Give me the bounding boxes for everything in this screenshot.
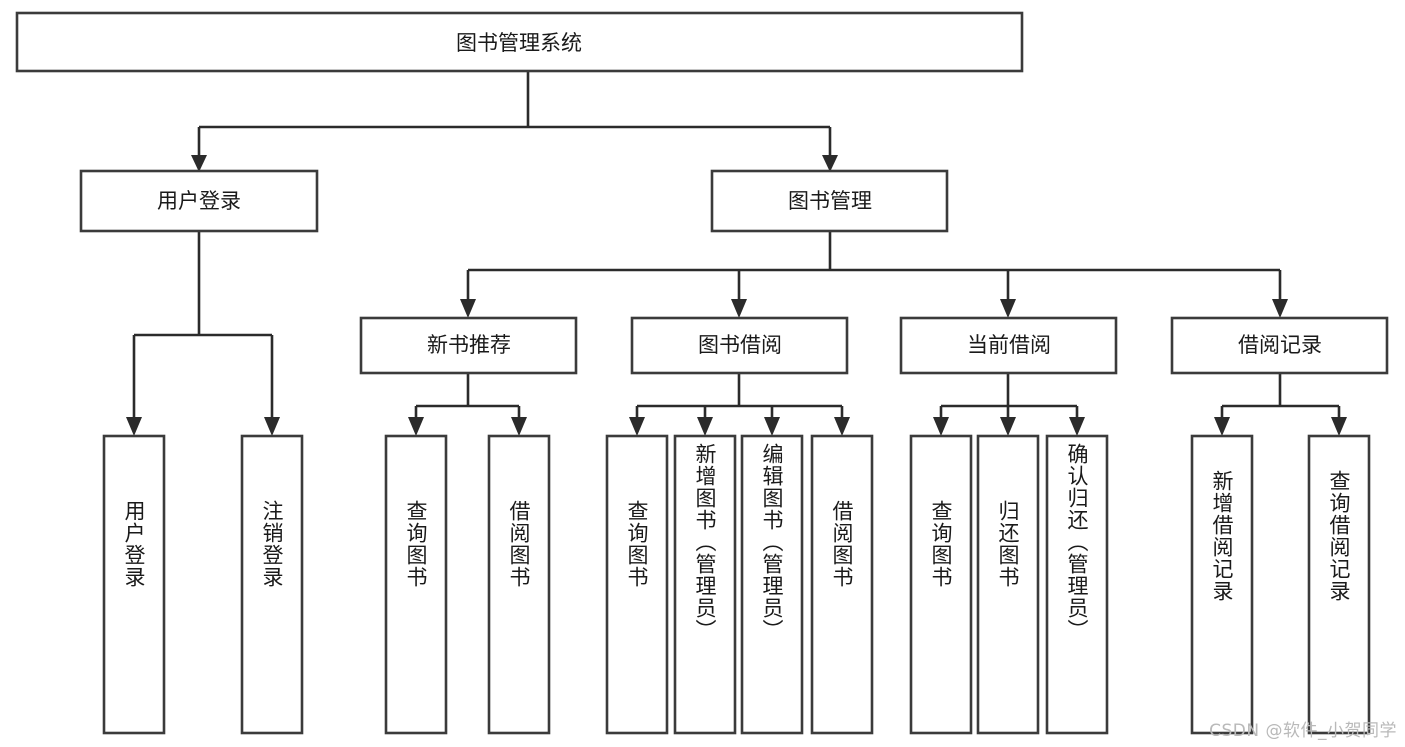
node-borrow-record[interactable]: 借阅记录 xyxy=(1170,316,1389,375)
node-label-book-borrow: 图书借阅 xyxy=(698,333,782,357)
arrow-head-user-login xyxy=(191,155,207,172)
node-current-borrow[interactable]: 当前借阅 xyxy=(899,316,1118,375)
arrow-head-leaf-add-record xyxy=(1214,417,1230,436)
node-box-leaf-borrow-book-1[interactable] xyxy=(487,434,551,735)
node-label-borrow-record: 借阅记录 xyxy=(1238,333,1322,357)
node-label-book-manage: 图书管理 xyxy=(788,189,872,213)
arrow-head-leaf-query-record xyxy=(1331,417,1347,436)
arrow-head-leaf-edit-book xyxy=(764,417,780,436)
leaf-boxes xyxy=(102,434,1371,735)
arrow-head-leaf-borrow-book-2 xyxy=(834,417,850,436)
arrow-head-leaf-query-book-3 xyxy=(933,417,949,436)
arrow-head-leaf-return-book xyxy=(1000,417,1016,436)
node-box-borrow-record[interactable] xyxy=(1170,316,1389,375)
node-box-leaf-query-book-3[interactable] xyxy=(909,434,973,735)
node-box-leaf-add-book[interactable] xyxy=(673,434,737,735)
node-book-manage[interactable]: 图书管理 xyxy=(710,169,949,233)
connector-group-current-borrow xyxy=(933,374,1085,436)
node-box-new-book-recommend[interactable] xyxy=(359,316,578,375)
arrow-head-leaf-query-book-1 xyxy=(408,417,424,436)
node-label-current-borrow: 当前借阅 xyxy=(967,333,1051,357)
node-box-leaf-query-book-2[interactable] xyxy=(605,434,669,735)
arrow-head-leaf-add-book xyxy=(697,417,713,436)
node-box-current-borrow[interactable] xyxy=(899,316,1118,375)
node-book-borrow[interactable]: 图书借阅 xyxy=(630,316,849,375)
arrow-head-leaf-query-book-2 xyxy=(629,417,645,436)
node-new-book-recommend[interactable]: 新书推荐 xyxy=(359,316,578,375)
connector-group-book-manage xyxy=(460,232,1288,318)
node-label-new-book-recommend: 新书推荐 xyxy=(427,333,511,357)
node-user-login[interactable]: 用户登录 xyxy=(79,169,319,233)
node-box-book-borrow[interactable] xyxy=(630,316,849,375)
node-box-user-login[interactable] xyxy=(79,169,319,233)
node-box-leaf-query-book-1[interactable] xyxy=(384,434,448,735)
arrow-head-book-borrow xyxy=(731,299,747,318)
node-label-root: 图书管理系统 xyxy=(456,31,582,55)
node-box-leaf-logout[interactable] xyxy=(240,434,304,735)
arrow-head-leaf-borrow-book-1 xyxy=(511,417,527,436)
node-box-leaf-borrow-book-2[interactable] xyxy=(810,434,874,735)
node-box-book-manage[interactable] xyxy=(710,169,949,233)
node-root[interactable]: 图书管理系统 xyxy=(15,11,1024,73)
arrow-head-current-borrow xyxy=(1000,299,1016,318)
arrow-head-leaf-confirm-return xyxy=(1069,417,1085,436)
node-box-leaf-return-book[interactable] xyxy=(976,434,1040,735)
connector-group-new-book-recommend xyxy=(408,374,527,436)
arrow-head-borrow-record xyxy=(1272,299,1288,318)
connector-group-book-borrow xyxy=(629,374,850,436)
connector-group-borrow-record xyxy=(1214,374,1347,436)
node-label-user-login: 用户登录 xyxy=(157,189,241,213)
arrow-head-leaf-user-login xyxy=(126,417,142,436)
arrow-head-leaf-logout xyxy=(264,417,280,436)
node-box-leaf-query-record[interactable] xyxy=(1307,434,1371,735)
arrow-head-new-book-recommend xyxy=(460,299,476,318)
connector-group-user-login xyxy=(126,232,280,436)
node-box-leaf-confirm-return[interactable] xyxy=(1045,434,1109,735)
connector-group-root xyxy=(191,72,838,172)
node-box-leaf-edit-book[interactable] xyxy=(740,434,804,735)
arrow-head-book-manage xyxy=(822,155,838,172)
node-box-root[interactable] xyxy=(15,11,1024,73)
node-box-leaf-user-login[interactable] xyxy=(102,434,166,735)
node-box-leaf-add-record[interactable] xyxy=(1190,434,1254,735)
